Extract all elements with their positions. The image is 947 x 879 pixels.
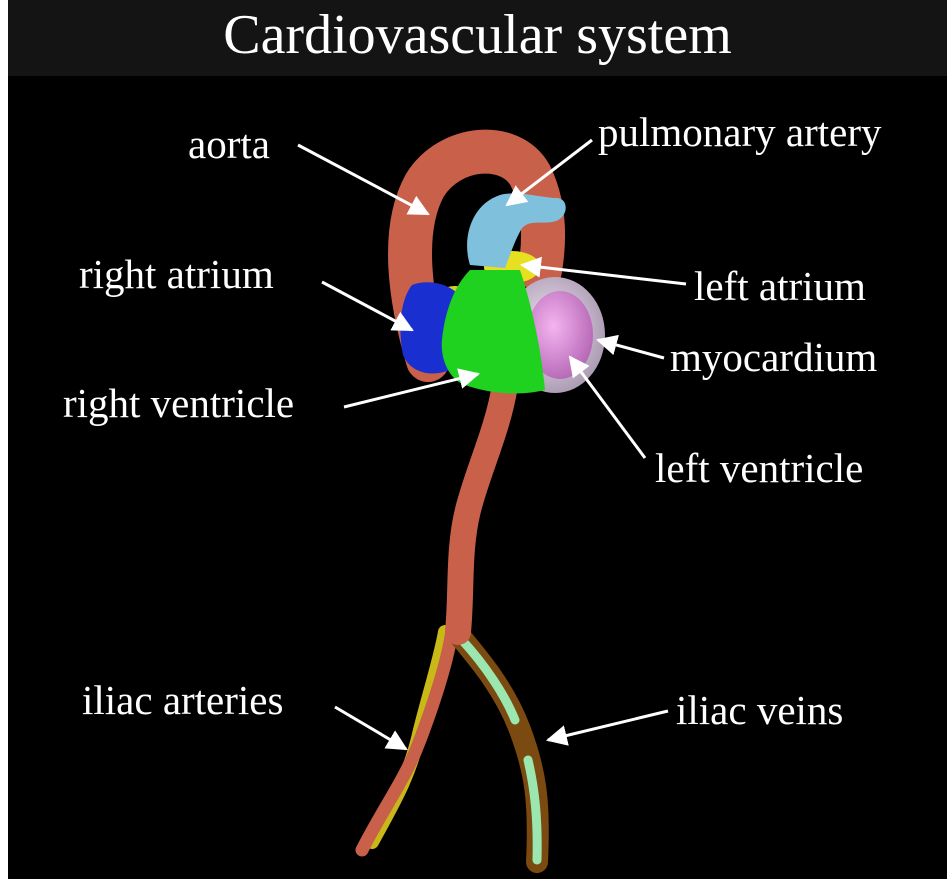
label-iliac-arteries: iliac arteries — [82, 680, 283, 721]
arrow-myocardium — [598, 340, 664, 358]
label-right-ventricle: right ventricle — [63, 383, 294, 424]
label-left-atrium: left atrium — [694, 266, 866, 307]
arrow-iliac-veins — [548, 711, 668, 740]
label-left-ventricle: left ventricle — [655, 448, 863, 489]
iliac-artery-left — [362, 630, 452, 850]
label-myocardium: myocardium — [670, 337, 877, 378]
descending-aorta — [458, 385, 505, 632]
label-iliac-veins: iliac veins — [676, 690, 843, 731]
label-aorta: aorta — [188, 124, 270, 165]
arrow-right-ventricle — [344, 374, 478, 407]
label-pulmonary-artery: pulmonary artery — [598, 112, 881, 153]
arrow-iliac-arteries — [335, 707, 406, 749]
iliac-vein-right — [458, 634, 538, 862]
label-right-atrium: right atrium — [79, 254, 274, 295]
arrow-left-ventricle — [570, 357, 645, 458]
